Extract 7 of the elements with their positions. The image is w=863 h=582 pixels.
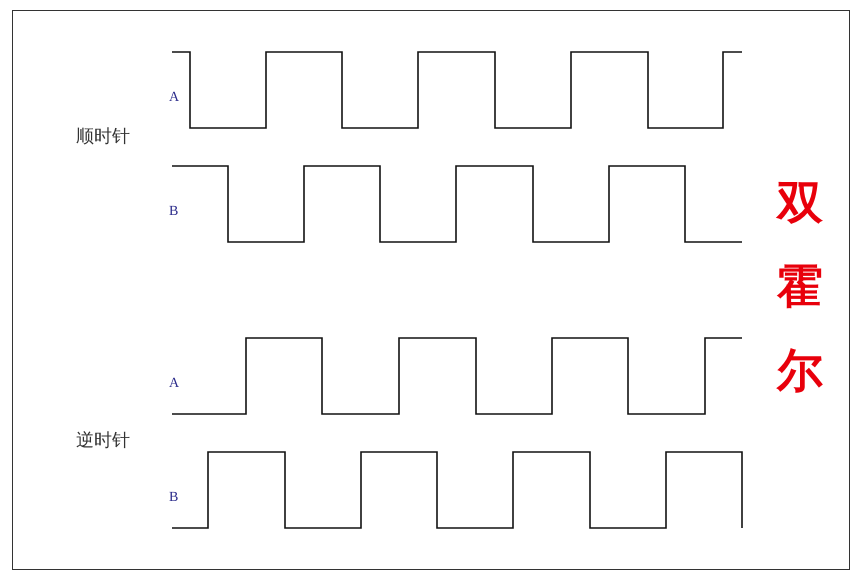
channel-label: B xyxy=(169,205,178,219)
direction-label: 逆时针 xyxy=(76,432,130,450)
direction-label: 顺时针 xyxy=(76,128,130,146)
channel-label: A xyxy=(169,377,180,391)
heading-text: 双霍尔 xyxy=(777,174,824,399)
channel-label: A xyxy=(169,91,180,105)
channel-label: B xyxy=(169,491,178,505)
